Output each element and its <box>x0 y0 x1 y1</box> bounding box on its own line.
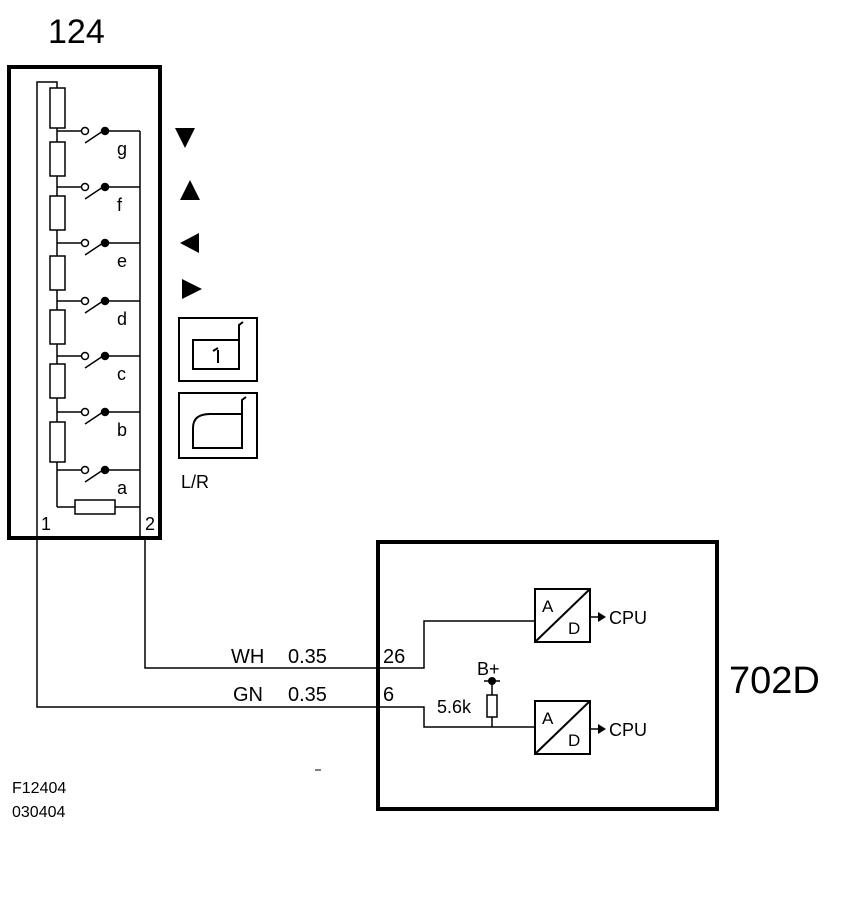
wire-wh <box>144 538 378 669</box>
switch-a: a <box>57 465 140 498</box>
mode-label: L/R <box>181 472 209 492</box>
arrow-right-icon <box>598 724 606 734</box>
switch-g: g <box>57 126 140 159</box>
control-unit-box <box>376 540 719 811</box>
pullup-resistor <box>486 694 498 718</box>
wire-wh-color: WH <box>231 646 264 668</box>
switch-c: c <box>57 351 140 384</box>
pullup-value: 5.6k <box>437 697 472 717</box>
resistor <box>74 499 116 515</box>
resistor <box>49 363 66 399</box>
resistor <box>49 195 66 231</box>
date-code: 030404 <box>12 804 65 821</box>
module-124-box <box>7 65 162 540</box>
ad-input-label: A <box>542 709 554 728</box>
phone-handset-icon <box>178 317 258 382</box>
switch-d: d <box>57 296 140 329</box>
resistor <box>49 87 66 129</box>
supply-node <box>488 677 496 685</box>
wire-wh-size: 0.35 <box>288 646 327 668</box>
figure-id: F12404 <box>12 780 66 797</box>
switch-label-b: b <box>117 420 127 440</box>
resistor <box>49 309 66 345</box>
wires <box>36 538 378 708</box>
switch-label-c: c <box>117 364 126 384</box>
resistor <box>49 255 66 291</box>
switch-label-e: e <box>117 251 127 271</box>
switch-label-f: f <box>117 195 123 215</box>
cpu-label: CPU <box>609 608 647 628</box>
control-unit-title: 702D <box>729 660 820 702</box>
switch-e: e <box>57 238 140 271</box>
resistor <box>49 141 66 177</box>
control-unit-pin-26: 26 <box>383 646 405 668</box>
arrow-right-icon <box>598 612 606 622</box>
ad-output-label: D <box>568 731 580 750</box>
cpu-label: CPU <box>609 720 647 740</box>
ad-converter-top: A D CPU <box>534 588 647 643</box>
arrow-up-icon <box>180 180 200 200</box>
ad-input-label: A <box>542 597 554 616</box>
switch-label-g: g <box>117 139 127 159</box>
arrow-down-icon <box>175 128 195 148</box>
ad-converter-bottom: A D CPU <box>534 700 647 755</box>
wire-gn-color: GN <box>233 684 263 706</box>
module-124-title: 124 <box>48 13 105 51</box>
arrow-left-icon <box>180 233 199 253</box>
arrow-right-icon <box>182 279 202 299</box>
switch-b: b <box>57 407 140 440</box>
supply-label: B+ <box>477 659 500 679</box>
wire-gn <box>36 538 378 708</box>
control-unit-pin-6: 6 <box>383 684 394 706</box>
resistor <box>49 421 66 463</box>
voice-mode-icon <box>178 392 258 459</box>
wire-gn-size: 0.35 <box>288 684 327 706</box>
switch-label-a: a <box>117 478 128 498</box>
module-124-pin-2: 2 <box>145 514 155 534</box>
switch-f: f <box>57 182 140 215</box>
switch-group: g f e d c b a <box>57 126 140 498</box>
switch-label-d: d <box>117 309 127 329</box>
ad-output-label: D <box>568 619 580 638</box>
module-124-pin-1: 1 <box>41 514 51 534</box>
